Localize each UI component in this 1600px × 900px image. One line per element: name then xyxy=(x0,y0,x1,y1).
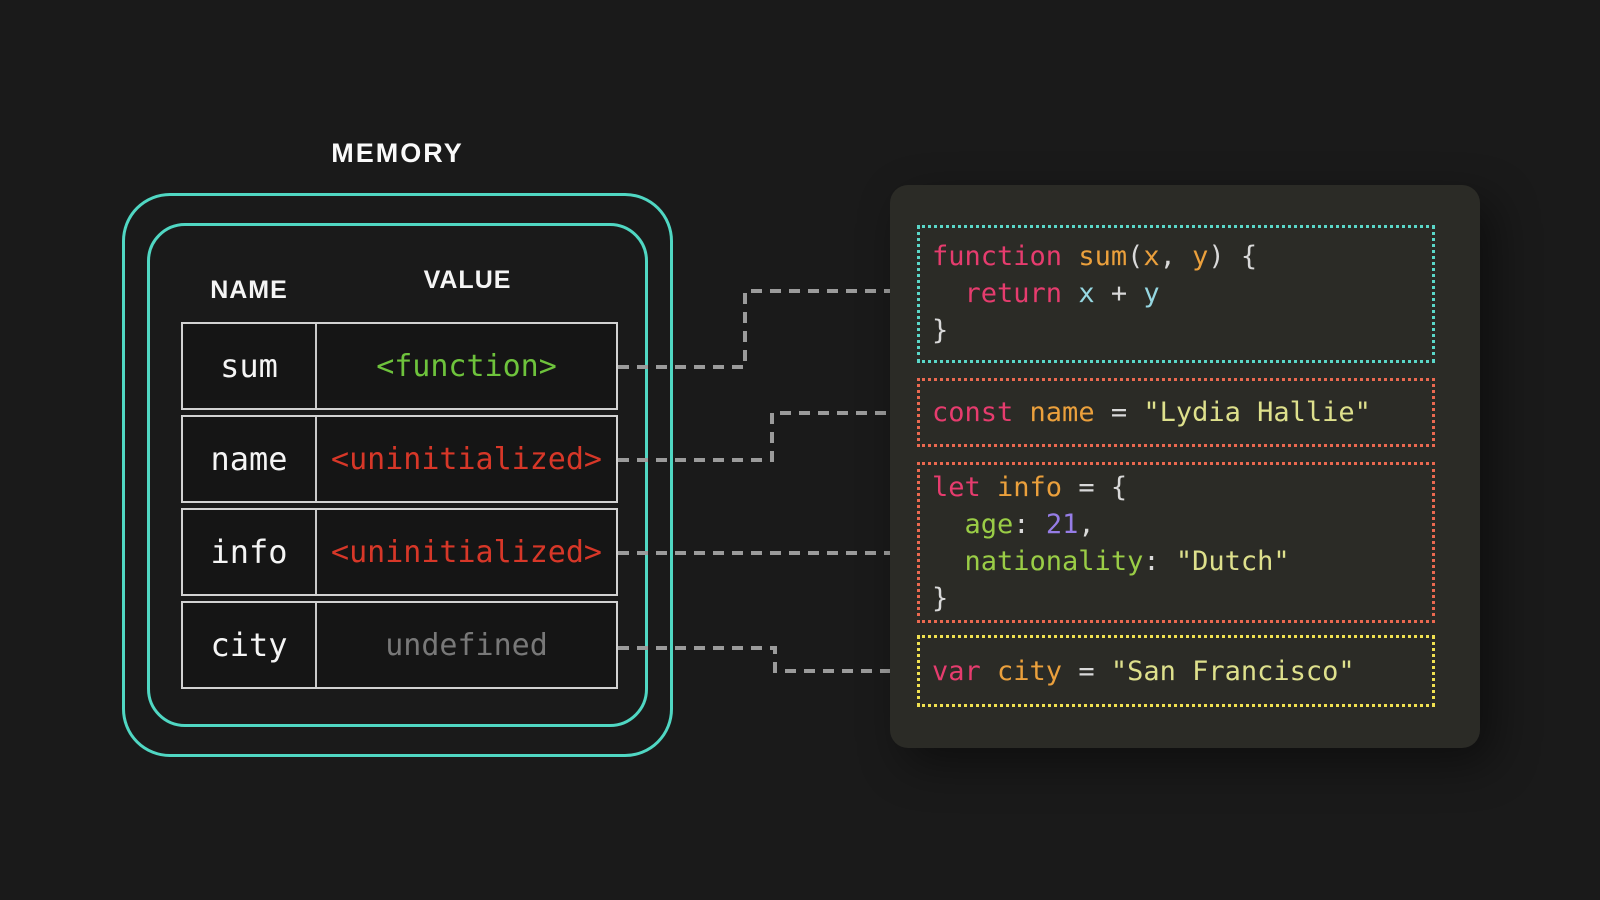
code-token-keyword: const xyxy=(932,397,1030,428)
code-token-punctuation: : xyxy=(1143,546,1176,577)
code-line: const name = "Lydia Hallie" xyxy=(932,394,1371,431)
code-block-var-city: var city = "San Francisco" xyxy=(917,635,1435,707)
code-token-punctuation: } xyxy=(932,583,949,614)
code-token-keyword: var xyxy=(932,655,998,687)
code-token-string: "Dutch" xyxy=(1175,546,1290,577)
code-line: age: 21, xyxy=(932,506,1420,543)
code-token-property: nationality xyxy=(964,546,1144,577)
code-token-punctuation: = { xyxy=(1062,472,1128,503)
name-cell: info xyxy=(183,510,317,594)
code-token-punctuation: + xyxy=(1094,278,1144,309)
code-token-punctuation: : xyxy=(1013,509,1046,540)
code-token-punctuation xyxy=(932,546,965,577)
code-token-keyword: function xyxy=(932,241,1079,272)
code-token-punctuation: ) { xyxy=(1208,241,1258,272)
code-token-punctuation xyxy=(932,509,965,540)
code-token-identifier: name xyxy=(1029,397,1095,428)
table-row-sum: sum <function> xyxy=(181,322,618,410)
code-line: function sum(x, y) { xyxy=(932,238,1420,275)
table-row-info: info <uninitialized> xyxy=(181,508,618,596)
code-token-variable: y xyxy=(1143,278,1160,309)
column-header-name: NAME xyxy=(210,276,288,304)
code-token-keyword: let xyxy=(932,472,998,503)
memory-table: sum <function> name <uninitialized> info <uni… xyxy=(181,322,618,689)
code-token-punctuation: = xyxy=(1094,397,1144,428)
code-token-punctuation: , xyxy=(1159,241,1193,272)
code-line: return x + y xyxy=(932,275,1420,312)
code-block-const-name: const name = "Lydia Hallie" xyxy=(917,378,1435,447)
code-token-string: "San Francisco" xyxy=(1110,655,1355,687)
table-row-city: city undefined xyxy=(181,601,618,689)
code-token-punctuation xyxy=(932,278,965,309)
code-token-string: "Lydia Hallie" xyxy=(1143,397,1371,428)
value-cell: undefined xyxy=(385,627,548,663)
code-token-variable: x xyxy=(1078,278,1095,309)
code-token-function: sum xyxy=(1078,241,1128,272)
code-token-number: 21 xyxy=(1045,509,1079,540)
value-cell: <uninitialized> xyxy=(331,441,602,477)
code-line: } xyxy=(932,580,1420,617)
name-cell: name xyxy=(183,417,317,501)
memory-title: MEMORY xyxy=(331,138,464,168)
code-token-keyword: return xyxy=(964,278,1079,309)
memory-outer-border xyxy=(122,193,673,757)
code-line: } xyxy=(932,312,1420,349)
column-header-value: VALUE xyxy=(423,266,512,294)
code-panel: function sum(x, y) { return x + y}const … xyxy=(890,185,1480,748)
code-token-punctuation: , xyxy=(1078,509,1095,540)
table-row-name: name <uninitialized> xyxy=(181,415,618,503)
code-block-function-sum: function sum(x, y) { return x + y} xyxy=(917,225,1435,363)
code-token-punctuation: ( xyxy=(1127,241,1144,272)
code-line: var city = "San Francisco" xyxy=(932,653,1355,690)
memory-inner-border xyxy=(147,223,648,727)
name-cell: city xyxy=(183,603,317,687)
value-cell: <function> xyxy=(376,348,557,384)
code-line: nationality: "Dutch" xyxy=(932,543,1420,580)
code-token-identifier: x xyxy=(1143,241,1160,272)
code-token-identifier: info xyxy=(997,472,1063,503)
name-cell: sum xyxy=(183,324,317,408)
code-token-punctuation: = xyxy=(1062,655,1111,687)
code-block-let-info: let info = { age: 21, nationality: "Dutc… xyxy=(917,462,1435,623)
code-token-identifier: y xyxy=(1192,241,1209,272)
value-cell: <uninitialized> xyxy=(331,534,602,570)
code-token-property: age xyxy=(964,509,1014,540)
code-line: let info = { xyxy=(932,469,1420,506)
code-token-identifier: city xyxy=(997,655,1063,687)
code-token-punctuation: } xyxy=(932,315,949,346)
